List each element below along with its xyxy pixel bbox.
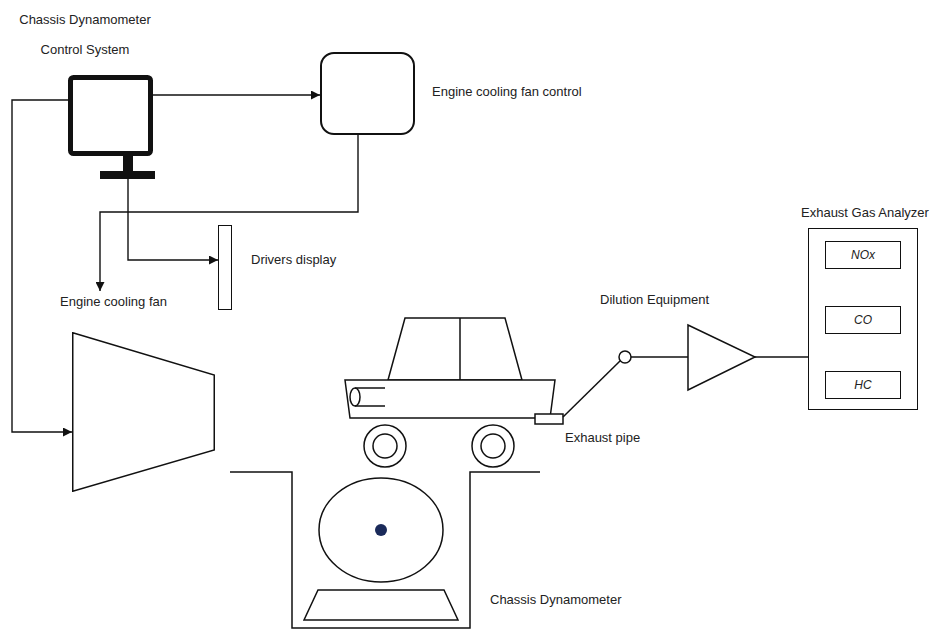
node-label: Engine cooling fan <box>60 294 167 310</box>
analyzer-channel: HC <box>825 371 901 399</box>
car-lamp <box>350 388 360 406</box>
connector <box>152 94 320 95</box>
dilution-triangle <box>688 325 755 390</box>
sample-valve <box>619 351 631 363</box>
node-label: Drivers display <box>251 252 336 268</box>
node-label: Chassis Dynamometer Control System <box>5 5 165 65</box>
car-lamp-line <box>355 405 385 407</box>
control-monitor: Chassis Dynamometer Control System <box>68 75 155 179</box>
fan-shape <box>73 333 215 492</box>
dilution-equipment: Dilution Equipment <box>600 290 760 392</box>
analyzer-channel: NOx <box>825 241 901 269</box>
connector <box>128 179 218 260</box>
channel-label: CO <box>854 313 872 327</box>
monitor-base <box>100 171 155 179</box>
monitor-neck <box>123 156 133 171</box>
connector <box>12 100 72 432</box>
sample-line <box>631 356 688 358</box>
car-wheel <box>364 425 406 467</box>
dyno-roller <box>319 478 443 582</box>
node-label: Dilution Equipment <box>600 292 709 308</box>
car-pillar <box>459 318 461 380</box>
analyzer-channel: CO <box>825 306 901 334</box>
channel-label: HC <box>854 378 871 392</box>
sample-line <box>563 361 620 417</box>
equipment-label: Chassis Dynamometer <box>490 592 622 608</box>
roller-axle <box>375 524 387 536</box>
car-body <box>345 380 555 418</box>
part-label: Exhaust pipe <box>565 430 640 446</box>
node-label: Exhaust Gas Analyzer <box>801 205 929 221</box>
car-lamp-line <box>355 387 385 389</box>
connector <box>755 356 808 357</box>
driver-display: Drivers display <box>218 225 232 310</box>
car-roof <box>388 318 522 380</box>
channel-label: NOx <box>851 248 875 262</box>
cooling-fan: Engine cooling fan <box>72 290 215 492</box>
monitor-icon <box>68 75 155 179</box>
monitor-screen <box>71 78 151 154</box>
gas-analyzer: Exhaust Gas AnalyzerNOxCOHC <box>808 228 918 410</box>
node-label: Engine cooling fan control <box>432 84 582 100</box>
car-wheel <box>472 425 514 467</box>
fan-outline <box>72 332 215 492</box>
car-wheel-hub <box>373 434 397 458</box>
exhaust-pipe <box>535 414 563 424</box>
fan-control-box: Engine cooling fan control <box>320 52 415 135</box>
car-wheel-hub <box>481 434 505 458</box>
roller-base <box>304 590 458 620</box>
